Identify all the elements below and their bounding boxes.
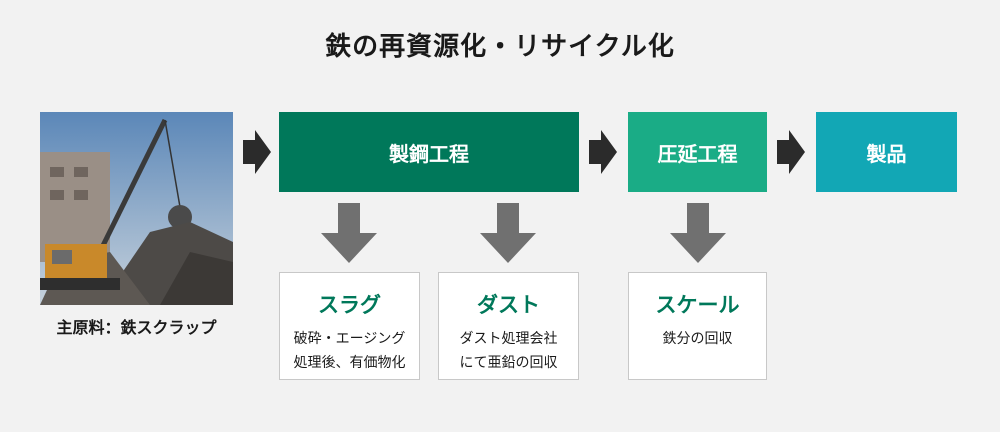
arrow-right-icon <box>589 130 617 174</box>
arrow-down-icon <box>321 203 377 263</box>
card-line: 鉄分の回収 <box>662 331 733 347</box>
arrow-down-icon <box>670 203 726 263</box>
arrow-right-icon <box>777 130 805 174</box>
rolling-process-box: 圧延工程 <box>628 112 767 192</box>
card-body: ダスト処理会社 にて亜鉛の回収 <box>439 327 578 375</box>
card-title: ダスト <box>477 293 540 317</box>
card-body: 破砕・エージング 処理後、有価物化 <box>280 327 419 375</box>
card-title: スラグ <box>318 293 381 317</box>
slag-card: スラグ 破砕・エージング 処理後、有価物化 <box>279 272 420 380</box>
dust-card: ダスト ダスト処理会社 にて亜鉛の回収 <box>438 272 579 380</box>
card-line: ダスト処理会社 <box>459 331 558 347</box>
product-box: 製品 <box>816 112 957 192</box>
card-title: スケール <box>655 293 740 317</box>
arrow-right-icon <box>243 130 271 174</box>
scale-card: スケール 鉄分の回収 <box>628 272 767 380</box>
card-line: にて亜鉛の回収 <box>459 355 558 371</box>
card-line: 処理後、有価物化 <box>293 355 406 371</box>
steelmaking-process-box: 製鋼工程 <box>279 112 579 192</box>
diagram-title: 鉄の再資源化・リサイクル化 <box>325 32 675 62</box>
arrow-down-icon <box>480 203 536 263</box>
scrap-photo <box>40 112 233 305</box>
card-line: 破砕・エージング <box>293 331 406 347</box>
card-body: 鉄分の回収 <box>629 327 766 351</box>
photo-caption: 主原料：鉄スクラップ <box>56 318 217 337</box>
